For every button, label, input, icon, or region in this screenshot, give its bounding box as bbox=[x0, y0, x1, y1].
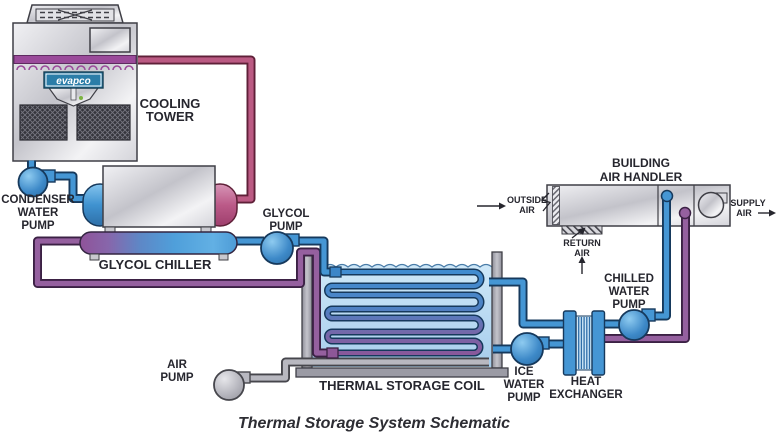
duct-break-symbol bbox=[540, 192, 552, 212]
tower-access-box bbox=[89, 27, 131, 53]
glycol-supply-pipe bbox=[233, 236, 332, 277]
pump-body bbox=[510, 332, 544, 366]
glycol-pump bbox=[260, 231, 300, 265]
ice-water-pump-label: WATER bbox=[504, 379, 545, 391]
evaporator-barrel bbox=[79, 231, 238, 255]
return-air-arrowhead bbox=[578, 256, 586, 263]
glycol-chiller-label: GLYCOL CHILLER bbox=[99, 257, 212, 272]
ice-water-pump-label: PUMP bbox=[507, 392, 541, 404]
tower-louver-right bbox=[76, 104, 131, 141]
chilled-water-pump-label: PUMP bbox=[612, 299, 646, 311]
hx-plates bbox=[578, 317, 591, 369]
spray-nozzles bbox=[16, 65, 134, 71]
condenser-return-pipe bbox=[138, 55, 256, 204]
cooling-tower-label: COOLING bbox=[140, 96, 201, 111]
pump-body bbox=[260, 231, 294, 265]
fan-cross-icon bbox=[57, 9, 93, 21]
hx-end-bar-left bbox=[562, 310, 577, 376]
outside-air-label: OUTSIDE bbox=[507, 195, 547, 205]
return-air-label: RETURN bbox=[563, 238, 601, 248]
condenser-water-pump-label: PUMP bbox=[21, 220, 55, 232]
air-pump-label: PUMP bbox=[160, 372, 194, 384]
piping bbox=[27, 55, 690, 383]
supply-air-arrowhead bbox=[769, 209, 776, 217]
air-pump bbox=[213, 369, 251, 401]
thermal-storage-tank bbox=[295, 251, 509, 378]
cooling-tower: evapco bbox=[12, 4, 138, 162]
heat-exchanger-label: HEAT bbox=[571, 376, 601, 388]
tank-base bbox=[295, 367, 509, 378]
glycol-pump-label: GLYCOL bbox=[263, 208, 310, 220]
supply-fan-icon bbox=[697, 191, 725, 219]
logo-stripe bbox=[70, 87, 77, 101]
pump-body bbox=[17, 166, 49, 198]
brand-banner-inner bbox=[45, 73, 102, 87]
air-filter bbox=[552, 186, 560, 225]
return-air-label: AIR bbox=[574, 248, 590, 258]
condenser-water-pump bbox=[17, 166, 56, 198]
building-air-handler-label: AIR HANDLER bbox=[600, 170, 683, 184]
pump-body bbox=[618, 309, 650, 341]
building-air-handler bbox=[540, 184, 731, 235]
condenser-water-pump-label: CONDENSER bbox=[1, 194, 75, 206]
brand-logo: evapco bbox=[56, 76, 90, 87]
storage-coil bbox=[324, 268, 485, 357]
glycol-return-pipe bbox=[33, 236, 334, 358]
barrel-foot bbox=[89, 253, 100, 261]
logo-leaf-icon bbox=[79, 96, 83, 100]
thermal-storage-coil-label: THERMAL STORAGE COIL bbox=[319, 378, 485, 393]
barrel-foot bbox=[218, 253, 229, 261]
diagram-title: Thermal Storage System Schematic bbox=[238, 415, 510, 432]
chilled-water-pump-label: WATER bbox=[609, 286, 650, 298]
cooling-tower-label: TOWER bbox=[146, 109, 195, 124]
pump-body bbox=[213, 369, 245, 401]
supply-air-label: SUPPLY bbox=[730, 198, 765, 208]
coil-inlet-fitting bbox=[329, 266, 342, 278]
ahu-coil-supply-port bbox=[660, 189, 674, 203]
outside-air-arrowhead bbox=[499, 202, 506, 210]
chilled-water-pump-label: CHILLED bbox=[604, 273, 654, 285]
condenser-water-pump-label: WATER bbox=[18, 207, 59, 219]
air-distribution-pipe bbox=[244, 357, 489, 383]
heat-exchanger-label: EXCHANGER bbox=[549, 389, 623, 401]
ice-water-pump bbox=[510, 332, 550, 366]
return-grille-arrow bbox=[571, 230, 582, 239]
brand-banner bbox=[43, 71, 104, 89]
ahu-coil-return-port bbox=[678, 206, 692, 220]
water-surface bbox=[311, 263, 493, 268]
outside-air-label: AIR bbox=[519, 205, 535, 215]
glycol-pump-label: PUMP bbox=[269, 221, 303, 233]
ice-water-pump-label: ICE bbox=[514, 366, 534, 378]
heat-exchanger bbox=[562, 310, 606, 376]
chiller-housing bbox=[102, 165, 216, 228]
building-air-handler-label: BUILDING bbox=[612, 156, 670, 170]
labels: COOLING TOWER CONDENSER WATER PUMP GLYCO… bbox=[1, 96, 765, 432]
tower-louver-left bbox=[19, 104, 68, 141]
chilled-water-pump bbox=[618, 308, 656, 341]
airflow-arrows bbox=[477, 202, 776, 274]
spray-header bbox=[13, 55, 137, 64]
air-pump-label: AIR bbox=[167, 359, 188, 371]
coil-outlet-fitting bbox=[326, 347, 339, 359]
supply-air-label: AIR bbox=[736, 208, 752, 218]
glycol-chiller bbox=[79, 165, 238, 261]
return-grille-arrowhead bbox=[577, 227, 586, 235]
hx-end-bar-right bbox=[591, 310, 606, 376]
coil-tube bbox=[325, 270, 483, 355]
